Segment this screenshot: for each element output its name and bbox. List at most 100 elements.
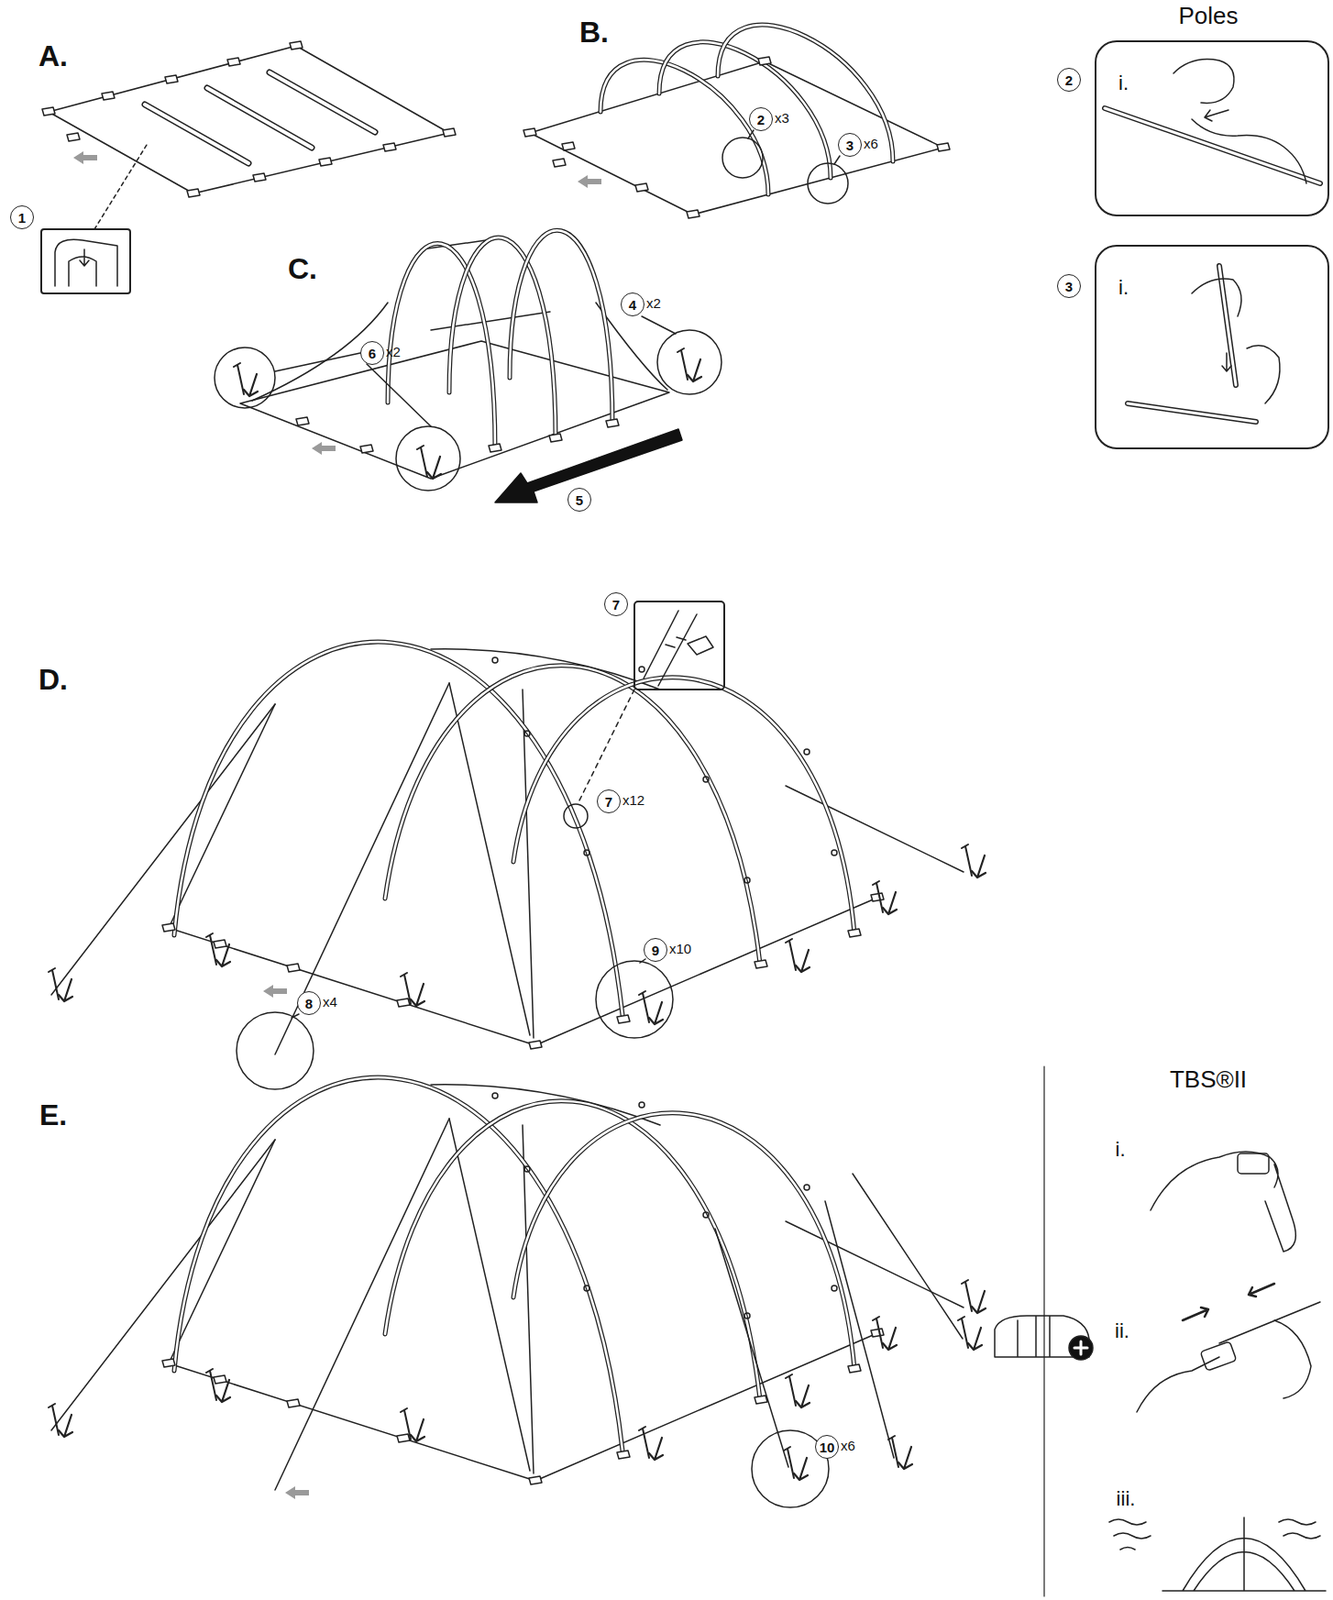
step-a-floor (289, 41, 303, 50)
step-d-tent (577, 689, 635, 805)
callout-number: 10 (819, 1440, 836, 1455)
poles-panel-art (1127, 403, 1256, 422)
step-d-tent (639, 958, 646, 963)
step-a-floor (269, 72, 375, 133)
step-c-tent (233, 363, 258, 397)
step-b-poles (758, 56, 772, 66)
step-a-floor (269, 72, 375, 133)
step-label: D. (38, 664, 68, 695)
step-a-floor (383, 143, 397, 152)
step-e-tent (48, 1077, 986, 1490)
multiplier-text: x10 (669, 940, 692, 957)
step-c-tent (387, 243, 496, 449)
step-a-floor (101, 91, 115, 100)
callout-circle: 2x3 (749, 107, 773, 132)
multiplier-text: x2 (646, 295, 661, 311)
step-label: iii. (1116, 1488, 1136, 1510)
tbs-panel-art (1068, 1335, 1093, 1360)
step-d-tent (48, 641, 986, 1055)
callout-number: 3 (846, 138, 854, 153)
callout-number: 4 (628, 297, 637, 312)
step-b-poles (577, 175, 602, 188)
instruction-panel: i. (1094, 244, 1330, 450)
multiplier-text: x3 (774, 110, 790, 126)
step-c-tent (449, 237, 556, 439)
step-c-tent (657, 330, 722, 395)
tbs-panel-art (1136, 1301, 1321, 1412)
step-b-poles (523, 128, 537, 137)
step-b-poles (717, 24, 893, 162)
step-e-tent (285, 1486, 309, 1499)
step-c-tent (387, 243, 496, 449)
tbs-panel-art (1043, 1066, 1045, 1597)
step-b-poles (529, 61, 944, 215)
step-a-floor (253, 173, 266, 182)
callout-circle: 3x6 (837, 132, 862, 157)
step-c-tent (360, 444, 374, 453)
tbs-panel-art (1237, 1153, 1269, 1174)
step-b-poles (600, 59, 769, 195)
callout-circle: 10x6 (815, 1434, 839, 1459)
callout-circle: 7 (604, 592, 628, 617)
step-a-floor (94, 144, 147, 230)
step-label: TBS®II (1169, 1067, 1247, 1091)
poles-panel-art (1104, 108, 1321, 184)
step-b-poles (600, 59, 769, 195)
step-a-floor (41, 229, 131, 294)
poles-panel-art (1219, 265, 1236, 386)
step-c-tent (214, 347, 276, 408)
callout-circle: 5 (567, 487, 592, 512)
step-label: i. (1118, 275, 1129, 300)
step-c-tent (488, 443, 502, 452)
step-a-floor (48, 45, 450, 194)
step-c-tent (275, 352, 361, 372)
step-label: E. (39, 1100, 67, 1130)
step-a-floor (55, 239, 118, 287)
step-label: i. (1118, 71, 1129, 96)
step-b-poles (722, 137, 763, 178)
callout-circle: 7x12 (596, 789, 621, 814)
step-a-floor (207, 88, 312, 148)
step-c-tent (366, 363, 431, 427)
multiplier-text: x2 (385, 343, 401, 360)
tbs-panel-art (1109, 1519, 1321, 1550)
step-a-floor (442, 128, 456, 137)
step-a-floor (207, 88, 312, 148)
step-c-tent (605, 418, 619, 428)
step-label: Poles (1178, 3, 1238, 28)
step-d-tent (48, 601, 986, 1090)
step-c-tent (296, 417, 309, 426)
tbs-panel-art (994, 1066, 1326, 1597)
step-c-tent (677, 348, 702, 382)
callout-number: 3 (1065, 279, 1073, 294)
callout-number: 8 (305, 996, 313, 1011)
step-d-tent (263, 984, 287, 998)
tbs-panel-art (1162, 1517, 1326, 1591)
step-a-floor (66, 132, 80, 142)
step-b-poles (659, 42, 831, 178)
step-b-poles (686, 209, 700, 219)
step-b-poles (936, 143, 950, 152)
step-c-tent (509, 230, 613, 424)
poles-panel-art (1219, 265, 1236, 386)
step-label: i. (1115, 1139, 1126, 1160)
step-b-poles (552, 158, 566, 167)
step-a-floor (319, 157, 332, 166)
poles-panel-art (1127, 403, 1256, 422)
callout-number: 9 (651, 943, 660, 958)
callout-number: 2 (1065, 73, 1073, 88)
multiplier-text: x12 (622, 792, 645, 808)
callout-number: 5 (575, 493, 584, 507)
step-a-floor (41, 41, 456, 294)
step-a-floor (187, 188, 200, 198)
callout-number: 2 (757, 112, 765, 127)
step-label: ii. (1114, 1321, 1130, 1342)
step-a-floor (42, 107, 56, 116)
callout-circle: 9x10 (643, 937, 668, 962)
step-d-tent (291, 1013, 299, 1018)
tbs-panel-art (1228, 1320, 1266, 1322)
tbs-panel-art (1182, 1283, 1275, 1321)
step-e-tent (783, 1446, 808, 1480)
